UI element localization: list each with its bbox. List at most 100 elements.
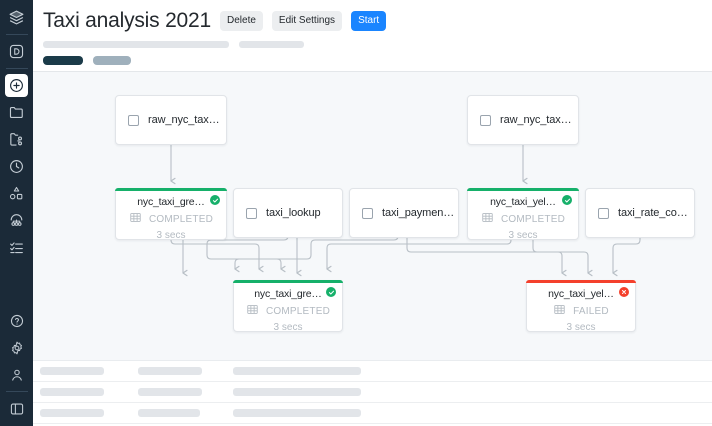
- table-row[interactable]: [33, 382, 712, 403]
- node-status-text: FAILED: [573, 306, 609, 317]
- status-stripe: [233, 280, 343, 283]
- help-circle-icon: [5, 309, 28, 332]
- node-taxi-payment[interactable]: taxi_paymen…: [349, 188, 459, 238]
- flow-canvas[interactable]: raw_nyc_tax… raw_nyc_tax… nyc_taxi_gre…: [33, 72, 712, 351]
- tab-secondary[interactable]: [93, 56, 131, 65]
- page-header: Taxi analysis 2021 Delete Edit Settings …: [33, 0, 712, 74]
- dataset-d-icon: [5, 40, 28, 63]
- node-raw-nyc-tax-left[interactable]: raw_nyc_tax…: [115, 95, 227, 145]
- sidebar-item-collapse-panel[interactable]: [0, 397, 33, 420]
- bottom-table-header: [33, 351, 712, 361]
- sidebar-item-account[interactable]: [0, 363, 33, 386]
- node-taxi-rate-code[interactable]: taxi_rate_co…: [585, 188, 695, 238]
- node-duration: 3 secs: [566, 322, 596, 333]
- status-stripe: [467, 188, 579, 191]
- table-cell: [40, 367, 104, 375]
- table-grid-icon: [246, 303, 259, 321]
- header-skeleton-row: [43, 41, 712, 48]
- node-nyc-taxi-yel-out[interactable]: nyc_taxi_yel… FAILED 3 secs: [526, 280, 636, 333]
- status-failed-icon: [619, 287, 629, 297]
- node-body: taxi_paymen…: [350, 189, 458, 237]
- table-row[interactable]: [33, 361, 712, 382]
- edit-settings-button[interactable]: Edit Settings: [271, 11, 343, 31]
- node-nyc-taxi-yel-mid[interactable]: nyc_taxi_yel… COMPLETED 3 secs: [467, 188, 579, 241]
- status-completed-icon: [210, 195, 220, 205]
- table-row[interactable]: [33, 403, 712, 424]
- node-status-text: COMPLETED: [148, 214, 214, 225]
- node-label: nyc_taxi_gre…: [254, 288, 322, 300]
- node-body: raw_nyc_tax…: [468, 96, 578, 144]
- node-label: taxi_lookup: [266, 207, 321, 219]
- panel-toggle-icon: [5, 397, 28, 420]
- sidebar-item-settings[interactable]: [0, 336, 33, 359]
- node-label: taxi_rate_co…: [618, 207, 688, 219]
- sidebar-item-shapes[interactable]: [0, 182, 33, 205]
- node-status-text: COMPLETED: [265, 306, 331, 317]
- layers-logo-icon: [5, 6, 28, 29]
- sidebar-item-help[interactable]: [0, 309, 33, 332]
- node-label: raw_nyc_tax…: [148, 114, 220, 126]
- table-cell: [233, 367, 361, 375]
- sidebar-item-branch[interactable]: [0, 128, 33, 151]
- main-area: Taxi analysis 2021 Delete Edit Settings …: [33, 0, 712, 426]
- table-cell: [233, 388, 361, 396]
- node-body: nyc_taxi_gre… COMPLETED 3 secs: [116, 189, 226, 241]
- folder-icon: [5, 101, 28, 124]
- tab-bar: [43, 56, 712, 74]
- branch-icon: [5, 128, 28, 151]
- header-divider: [33, 71, 712, 72]
- sidebar-item-add[interactable]: [0, 74, 33, 97]
- shapes-model-icon: [5, 182, 28, 205]
- table-cell: [233, 409, 361, 417]
- node-status-row: COMPLETED: [242, 303, 334, 321]
- checklist-tasks-icon: [5, 236, 28, 259]
- title-row: Taxi analysis 2021 Delete Edit Settings …: [43, 8, 712, 34]
- status-stripe: [115, 188, 227, 191]
- clock-history-icon: [5, 155, 28, 178]
- sidebar-bottom-group: [0, 309, 33, 420]
- node-taxi-lookup[interactable]: taxi_lookup: [233, 188, 343, 238]
- sidebar-divider-2: [5, 68, 28, 69]
- node-raw-nyc-tax-right[interactable]: raw_nyc_tax…: [467, 95, 579, 145]
- table-grid-icon: [481, 211, 494, 229]
- node-nyc-taxi-gre-out[interactable]: nyc_taxi_gre… COMPLETED 3 secs: [233, 280, 343, 333]
- node-nyc-taxi-gre-mid[interactable]: nyc_taxi_gre… COMPLETED 3 secs: [115, 188, 227, 241]
- node-label: raw_nyc_tax…: [500, 114, 572, 126]
- sidebar-divider: [5, 34, 28, 35]
- sidebar-logo[interactable]: [0, 6, 33, 29]
- node-duration: 3 secs: [273, 322, 303, 333]
- checkbox-icon[interactable]: [246, 207, 257, 219]
- table-cell: [138, 409, 200, 417]
- tab-primary[interactable]: [43, 56, 83, 65]
- node-status-row: FAILED: [535, 303, 627, 321]
- sidebar-item-lineage[interactable]: [0, 209, 33, 232]
- node-duration: 3 secs: [508, 230, 538, 241]
- status-completed-icon: [562, 195, 572, 205]
- sidebar-item-datasets[interactable]: [0, 40, 33, 63]
- lineage-network-icon: [5, 209, 28, 232]
- node-label: nyc_taxi_gre…: [137, 196, 205, 208]
- table-grid-icon: [553, 303, 566, 321]
- node-duration: 3 secs: [156, 230, 186, 241]
- node-status-row: COMPLETED: [476, 211, 570, 229]
- node-body: raw_nyc_tax…: [116, 96, 226, 144]
- flow-edges: [170, 145, 641, 277]
- header-skeleton-bar-2: [239, 41, 304, 48]
- sidebar-item-folder[interactable]: [0, 101, 33, 124]
- node-label: taxi_paymen…: [382, 207, 455, 219]
- node-status-text: COMPLETED: [500, 214, 566, 225]
- checkbox-icon[interactable]: [480, 114, 491, 126]
- checkbox-icon[interactable]: [362, 207, 373, 219]
- delete-button[interactable]: Delete: [220, 11, 263, 31]
- checkbox-icon[interactable]: [598, 207, 609, 219]
- table-cell: [40, 388, 104, 396]
- status-completed-icon: [326, 287, 336, 297]
- left-sidebar: [0, 0, 33, 426]
- node-body: nyc_taxi_yel… FAILED 3 secs: [527, 281, 635, 333]
- start-button[interactable]: Start: [351, 11, 387, 31]
- header-skeleton-bar-1: [43, 41, 229, 48]
- page-title: Taxi analysis 2021: [43, 9, 211, 32]
- sidebar-item-tasks[interactable]: [0, 236, 33, 259]
- sidebar-item-history[interactable]: [0, 155, 33, 178]
- checkbox-icon[interactable]: [128, 114, 139, 126]
